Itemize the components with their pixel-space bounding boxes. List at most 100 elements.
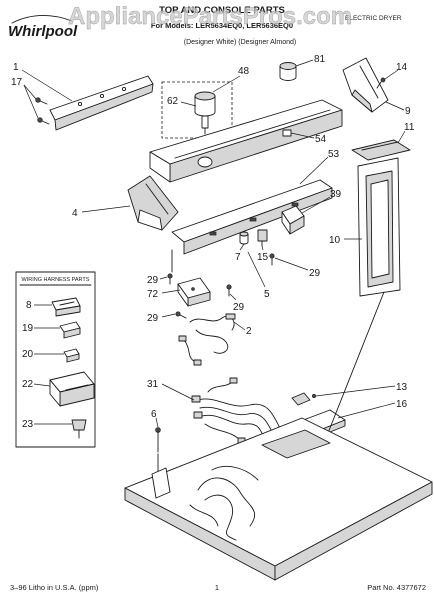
screw-17-upper [35, 97, 48, 105]
alignment-line-lint [325, 291, 385, 439]
callout-39: 39 [330, 189, 342, 200]
harness-box-title: WIRING HARNESS PARTS [22, 277, 90, 283]
watermark: AppliancePartsPros.com [68, 3, 352, 30]
leader-39 [301, 196, 331, 214]
screw-17-lower [37, 117, 50, 125]
callout-14: 14 [396, 62, 408, 73]
callout-9: 9 [405, 106, 411, 117]
leader-48 [212, 75, 241, 93]
lint-screen-housing [357, 157, 401, 297]
leader-14 [384, 69, 399, 80]
product-type: ELECTRIC DRYER [345, 15, 402, 22]
callout-72: 72 [147, 289, 159, 300]
callout-15: 15 [257, 252, 269, 263]
callout-81: 81 [314, 54, 326, 65]
lint-opening [261, 429, 331, 459]
connector-8 [51, 297, 81, 317]
console-trim [171, 179, 333, 255]
console-housing [149, 99, 343, 183]
top-panel [124, 417, 433, 581]
leader-4 [81, 205, 131, 213]
connector-19 [59, 321, 81, 339]
leader-54 [290, 132, 315, 139]
logo-text: Whirlpool [8, 23, 78, 40]
top-panel-wiring [189, 466, 259, 541]
harness-label-19: 19 [22, 323, 34, 334]
connector-22 [49, 371, 95, 407]
footer: 3–96 Litho in U.S.A. (ppm) 1 Part No. 43… [10, 583, 426, 592]
leader-31 [161, 383, 195, 401]
leader-22 [33, 383, 51, 387]
panel-bracket [151, 467, 171, 499]
callout-48: 48 [238, 66, 250, 77]
callout-13: 13 [396, 382, 408, 393]
screw-29-center [226, 284, 232, 297]
leader-29-center [229, 293, 237, 301]
leader-72 [161, 289, 181, 294]
leader-62 [180, 101, 197, 107]
callout-62: 62 [167, 96, 179, 107]
part-15 [257, 229, 268, 247]
page-title: TOP AND CONSOLE PARTS [159, 5, 285, 16]
page-number: 1 [215, 583, 219, 592]
leader-5 [247, 251, 266, 288]
lint-screen-cover [351, 139, 411, 161]
wiring-harness-parts-box: WIRING HARNESS PARTS 8 [15, 271, 96, 448]
callout-17: 17 [11, 77, 23, 88]
harness-label-8: 8 [26, 300, 32, 311]
end-cap-left [127, 175, 179, 231]
part-number: Part No. 4377672 [367, 583, 426, 592]
leader-17a [23, 84, 37, 100]
callout-2: 2 [246, 326, 252, 337]
leader-11 [397, 130, 406, 144]
screw-29-right [269, 253, 275, 266]
model-list: For Models: LER5634EQ0, LER5636EQ0 [151, 21, 293, 30]
leader-6 [155, 417, 159, 428]
screw-29-upper-left [167, 273, 173, 285]
callout-53: 53 [328, 149, 340, 160]
wire-harness-2 [178, 313, 236, 366]
logo-swoosh [11, 15, 73, 24]
leader-9 [385, 101, 405, 111]
leader-13 [315, 385, 396, 397]
leader-lines [21, 59, 406, 428]
harness-label-23: 23 [22, 419, 34, 430]
connector-20 [63, 348, 80, 363]
callout-54: 54 [315, 134, 327, 145]
leader-29-right [274, 257, 309, 271]
harness-label-22: 22 [22, 379, 34, 390]
part-7 [239, 231, 249, 245]
leader-1 [21, 69, 73, 102]
color-variants: (Designer White) (Designer Almond) [184, 39, 296, 46]
knob-81 [279, 62, 297, 81]
callout-29-center: 29 [233, 302, 245, 313]
callout-labels: 1 17 48 81 14 9 62 54 11 53 4 39 10 29 7… [11, 54, 415, 420]
screw-6 [155, 427, 161, 453]
screw-29-lower-left [175, 311, 187, 319]
callout-31: 31 [147, 379, 159, 390]
callout-1: 1 [13, 62, 19, 73]
leader-29-upper-left [159, 276, 168, 280]
leader-81 [295, 59, 314, 67]
leader-16 [337, 402, 396, 419]
callout-29-right: 29 [309, 268, 321, 279]
callout-10: 10 [329, 235, 341, 246]
leader-29-lower-left [161, 313, 176, 318]
leader-7 [239, 243, 245, 251]
rear-console-bracket [49, 75, 154, 131]
terminal-block-72 [177, 277, 211, 307]
screw-14 [376, 77, 386, 89]
callout-7: 7 [235, 252, 241, 263]
callout-5: 5 [264, 289, 270, 300]
timer [194, 91, 216, 135]
callout-11: 11 [404, 122, 415, 133]
leader-2 [233, 321, 246, 331]
callout-6: 6 [151, 409, 157, 420]
leader-15 [261, 245, 264, 251]
cap-23 [71, 419, 87, 439]
clip-13 [291, 392, 316, 406]
part-39 [281, 205, 305, 235]
callout-4: 4 [72, 208, 78, 219]
litho-note: 3–96 Litho in U.S.A. (ppm) [10, 583, 99, 592]
